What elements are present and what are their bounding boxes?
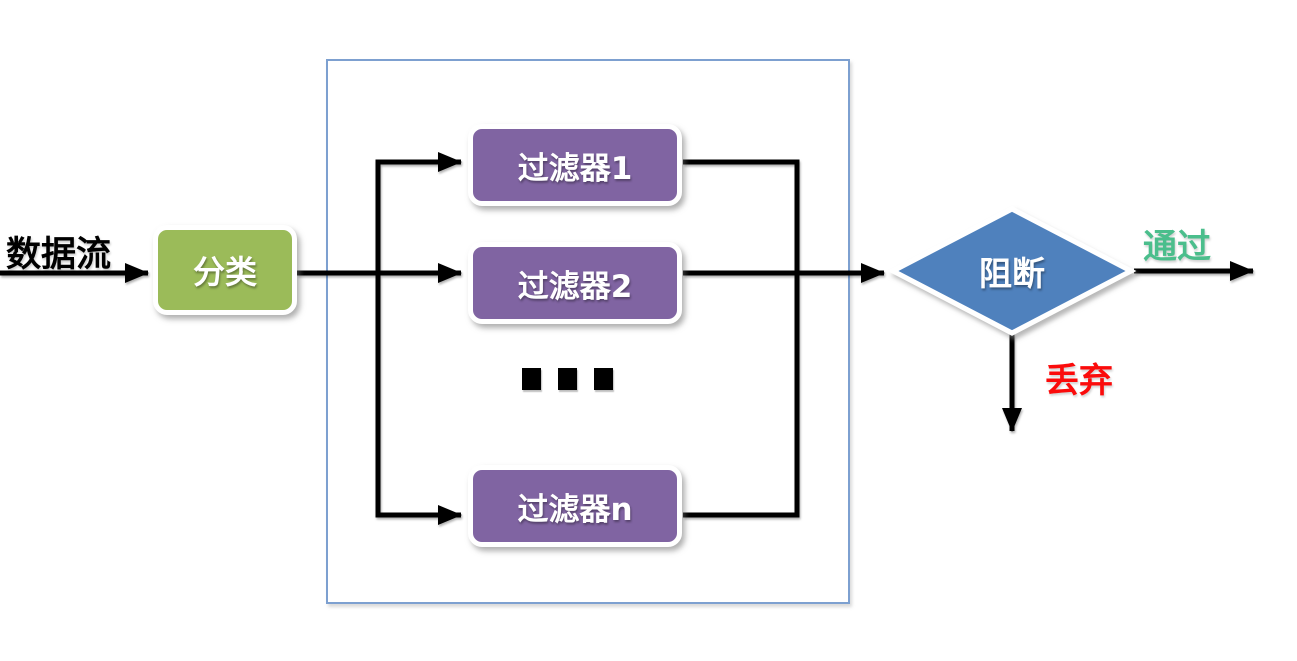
filter-node-1-label: 过滤器1 — [517, 150, 633, 187]
pass-label: 通过 — [1143, 227, 1211, 267]
filter-output-collector — [683, 159, 800, 518]
branch-arrow-into-filtern — [375, 273, 462, 525]
filter-node-2-label: 过滤器2 — [517, 268, 633, 305]
filter-node-n-label: 过滤器n — [517, 491, 633, 528]
filter-node-2: 过滤器2 — [468, 242, 682, 324]
input-stream-label: 数据流 — [6, 235, 112, 275]
filter-node-1: 过滤器1 — [468, 124, 682, 206]
filter-node-n: 过滤器n — [468, 465, 682, 547]
ellipsis-square — [522, 368, 541, 390]
classify-node: 分类 — [153, 225, 297, 315]
ellipsis-square — [594, 368, 613, 390]
classify-node-label: 分类 — [192, 253, 257, 291]
decision-label: 阻断 — [979, 254, 1045, 293]
ellipsis-square — [558, 368, 577, 390]
branch-arrow-into-filter1 — [375, 152, 462, 273]
discard-label: 丢弃 — [1045, 361, 1113, 401]
decision-diamond — [887, 206, 1137, 336]
ellipsis-icon — [522, 368, 613, 390]
filter-group-container — [326, 59, 850, 604]
